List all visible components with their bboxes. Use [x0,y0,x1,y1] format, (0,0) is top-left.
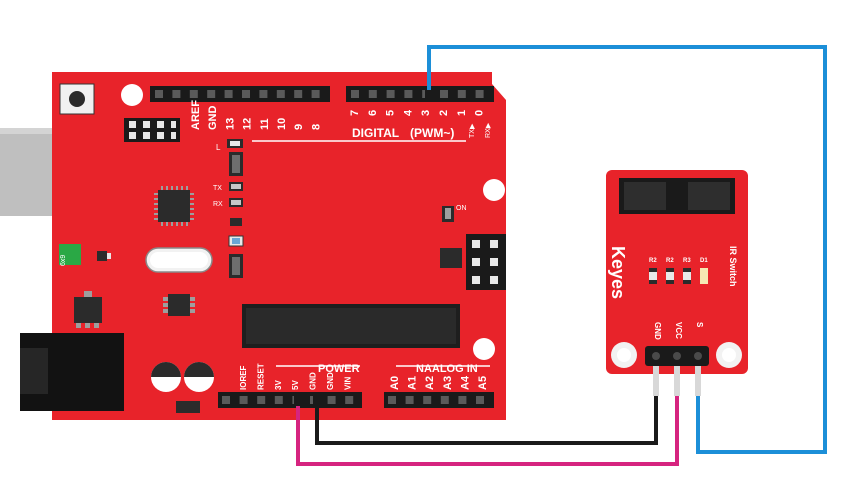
icsp-header-top [124,118,180,142]
module-name: IR Switch [728,246,738,287]
wire-signal [427,45,827,454]
header-pin [368,90,377,98]
component-label: R3 [683,258,691,264]
digital-pin-label: 1 [456,110,468,116]
header-pin [405,396,414,404]
digital-pin-label: 10 [276,118,288,130]
header-pin [386,90,395,98]
module-pin-label: S [695,322,704,328]
analog-section-title: NAALOG IN [416,363,478,375]
rx-pin-label: RX▶ [485,122,492,138]
digital-pin-label: 9 [293,124,305,130]
header-pin [239,396,248,404]
small-chip [163,294,195,316]
power-pin-label: GND [309,372,318,390]
power-pin-label: RESET [256,363,265,390]
power-pin-label: 5V [291,380,300,390]
voltage-regulator [74,291,102,328]
header-pin [440,90,448,98]
power-pin-label: 3V [274,380,283,390]
header-pin [189,90,198,98]
power-header [218,392,362,408]
component-label: D1 [700,258,708,264]
header-pin [476,396,484,404]
header-pin [259,90,268,98]
capacitor [151,362,181,392]
header-pin [207,90,216,98]
header-pin [274,396,283,404]
header-pin [345,396,354,404]
wire-ground [315,396,658,445]
header-pin [224,90,233,98]
module-brand: Keyes [608,246,628,299]
header-pin [294,90,303,98]
digital-label: DIGITAL [352,126,399,140]
mounting-hole [121,84,143,106]
power-pin-label: VIN [343,376,352,390]
digital-pin-label: 0 [474,110,486,116]
header-pin [457,90,466,98]
component-label: R2 [649,258,657,264]
digital-pin-label: 3 [420,110,432,116]
mounting-hole [473,338,495,360]
header-pin [222,396,230,404]
digital-pin-label: 12 [242,118,254,130]
icsp-header-right [466,234,506,290]
led-rx-label: RX [213,201,223,208]
module-pin-label: VCC [674,322,683,339]
led-tx-label: TX [213,185,222,192]
header-pin [242,90,250,98]
capacitor [184,362,214,392]
led-l-label: L [216,143,221,152]
digital-pin-label: AREF [190,100,202,130]
reset-button[interactable] [59,83,95,115]
digital-pin-label: 8 [310,124,322,130]
header-pin [388,396,396,404]
digital-pin-label: 11 [259,118,271,130]
analog-pin-label: A1 [407,376,419,390]
module-pin-label: GND [653,322,662,340]
digital-pin-label: 6 [367,110,379,116]
header-pin [404,90,413,98]
mounting-hole [483,179,505,201]
power-section-title: POWER [318,363,360,375]
analog-pin-label: A4 [459,375,471,390]
header-pin [172,90,181,98]
digital-pin-label: 4 [402,109,414,116]
digital-pin-label: GND [207,106,219,131]
analog-pin-label: A5 [477,376,489,390]
header-pin [257,396,266,404]
header-pin [155,90,163,98]
led-on-label: ON [456,205,467,212]
component-label: R2 [666,258,674,264]
analog-pin-label: A2 [424,376,436,390]
crystal-label: 6x9 [60,255,67,266]
header-pin [311,90,320,98]
power-pin-label: IOREF [239,365,248,390]
indicator-led [700,268,708,284]
header-pin [276,90,285,98]
usb-chip [154,186,194,226]
header-pin [475,90,484,98]
header-pin [458,396,467,404]
digital-pin-label: 2 [438,110,450,116]
ir-switch-module [606,170,748,374]
digital-pin-label: 7 [349,110,361,116]
crystal [59,244,81,265]
header-pin [423,396,432,404]
analog-pin-label: A3 [442,376,454,390]
header-pin [440,396,449,404]
digital-header-right [346,86,494,102]
analog-pin-label: A0 [389,376,401,390]
tx-pin-label: TX▶ [469,123,476,138]
pwm-label: (PWM~) [410,126,454,140]
header-pin [327,396,336,404]
wire-power [296,396,679,466]
digital-pin-label: 13 [224,118,236,130]
header-pin [351,90,359,98]
digital-pin-label: 5 [385,110,397,116]
power-pin-label: GND [326,372,335,390]
